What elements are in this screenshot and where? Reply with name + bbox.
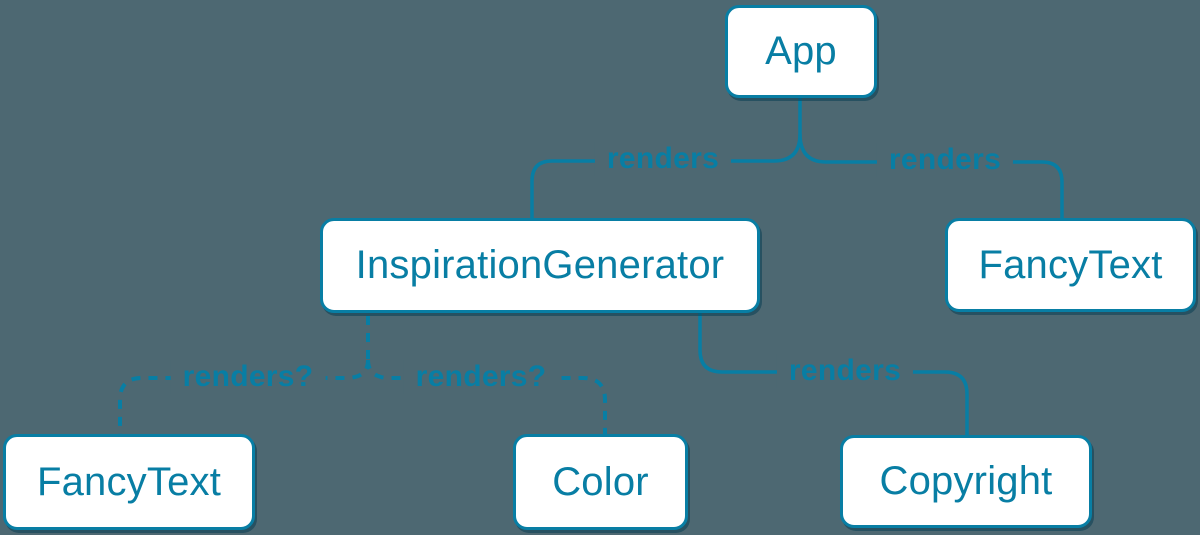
node-app-label: App [765, 29, 837, 73]
edge-inspiration-color-dashed [366, 359, 607, 434]
edge-label-renders-inspiration: renders [594, 142, 732, 176]
edge-app-fancytext [798, 133, 1064, 218]
node-color: Color [513, 434, 688, 530]
node-inspiration-generator-label: InspirationGenerator [355, 243, 725, 287]
node-copyright-label: Copyright [879, 459, 1053, 503]
edge-label-renders-fancytext: renders [876, 143, 1014, 177]
node-fancytext-top-label: FancyText [978, 242, 1163, 287]
edge-label-renders-copyright: renders [776, 354, 914, 388]
node-copyright: Copyright [840, 435, 1092, 528]
node-fancytext-bottom: FancyText [3, 434, 255, 530]
node-fancytext-top: FancyText [945, 218, 1196, 312]
edge-inspiration-fancytext-dashed [118, 359, 370, 434]
node-app: App [725, 5, 877, 98]
edge-label-renders-conditional-color: renders? [403, 360, 559, 394]
node-inspiration-generator: InspirationGenerator [320, 218, 760, 313]
edge-label-renders-conditional-fancytext: renders? [170, 360, 326, 394]
node-color-label: Color [552, 459, 649, 504]
node-fancytext-bottom-label: FancyText [36, 459, 222, 504]
